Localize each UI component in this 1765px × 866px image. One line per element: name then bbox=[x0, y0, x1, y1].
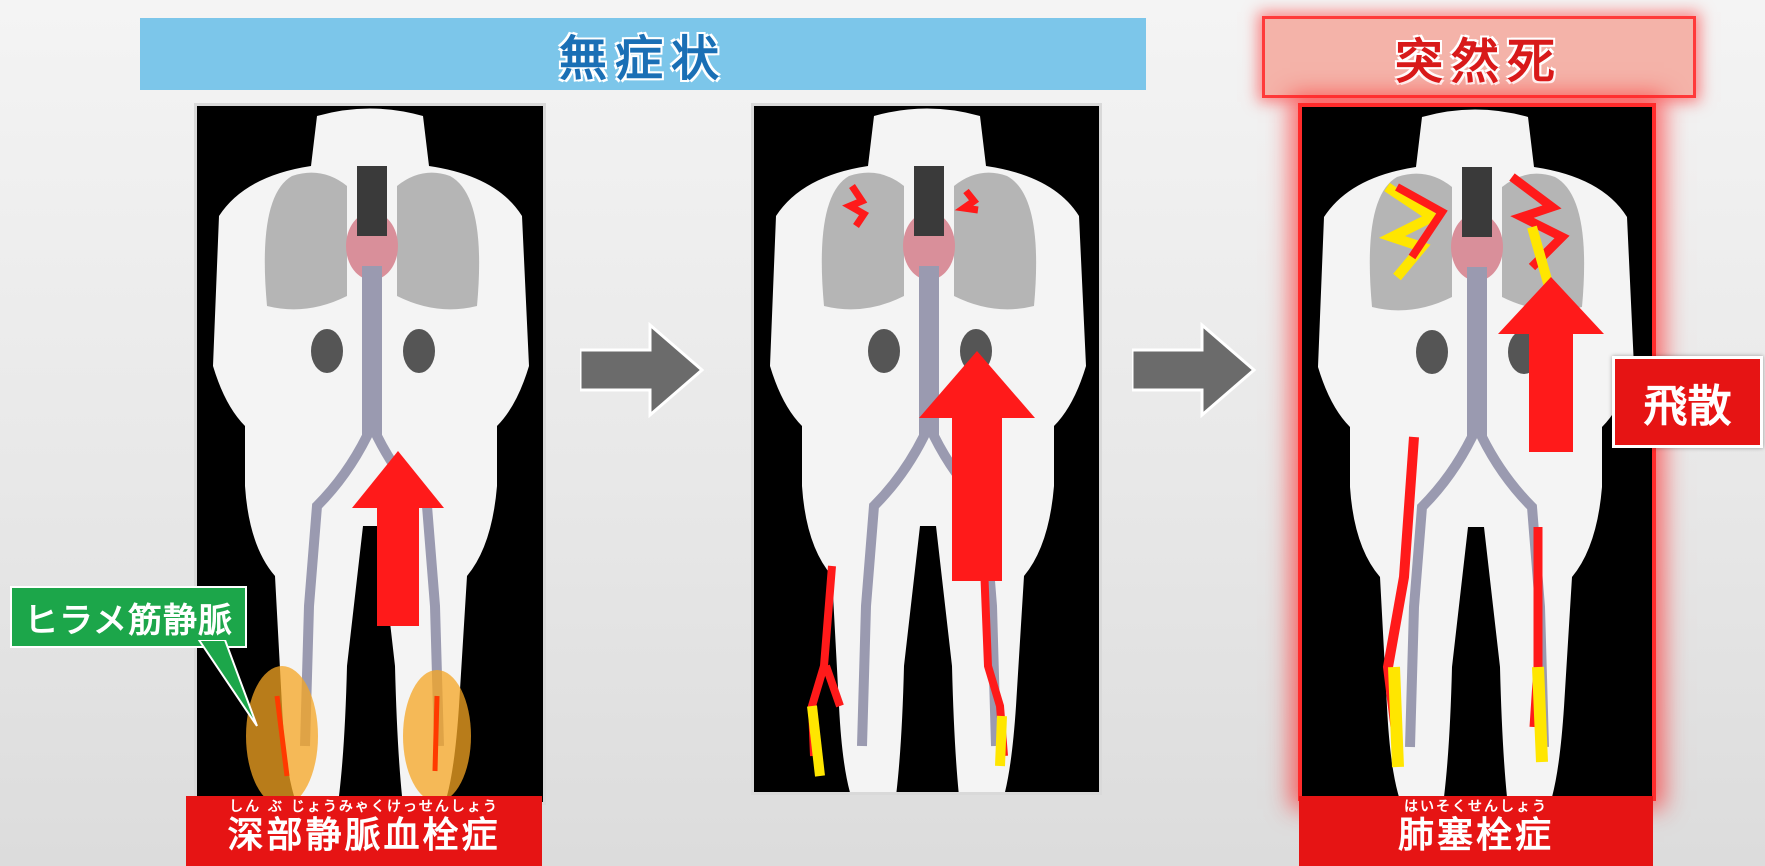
clot-yellow-left bbox=[1000, 716, 1002, 766]
diagram-panel-middle bbox=[751, 103, 1102, 795]
callout-pointer-icon bbox=[195, 640, 265, 730]
flow-arrow-icon bbox=[580, 320, 705, 420]
flow-arrow-icon bbox=[1132, 320, 1257, 420]
caption-pe: はいそくせんしょう 肺塞栓症 bbox=[1299, 796, 1653, 866]
banner-asymptomatic: 無症状 bbox=[140, 18, 1146, 90]
caption-dvt: しん ぶ じょうみゃくけっせんしょう 深部静脈血栓症 bbox=[186, 796, 542, 866]
diagram-panel-pe bbox=[1298, 103, 1656, 801]
clot-yellow-right bbox=[1394, 667, 1398, 767]
caption-dvt-title: 深部静脈血栓症 bbox=[186, 816, 542, 856]
clot-yellow-left bbox=[1538, 667, 1542, 762]
caption-pe-ruby: はいそくせんしょう bbox=[1299, 796, 1653, 816]
soleus-vein-callout: ヒラメ筋静脈 bbox=[10, 586, 247, 648]
clot-yellow-right bbox=[812, 706, 820, 776]
scatter-label: 飛散 bbox=[1612, 356, 1763, 448]
caption-pe-title: 肺塞栓症 bbox=[1299, 816, 1653, 856]
body-silhouette bbox=[1318, 110, 1634, 798]
banner-sudden-death: 突然死 bbox=[1262, 16, 1696, 98]
caption-dvt-ruby: しん ぶ じょうみゃくけっせんしょう bbox=[186, 796, 542, 816]
clot-calf-left bbox=[435, 696, 437, 771]
